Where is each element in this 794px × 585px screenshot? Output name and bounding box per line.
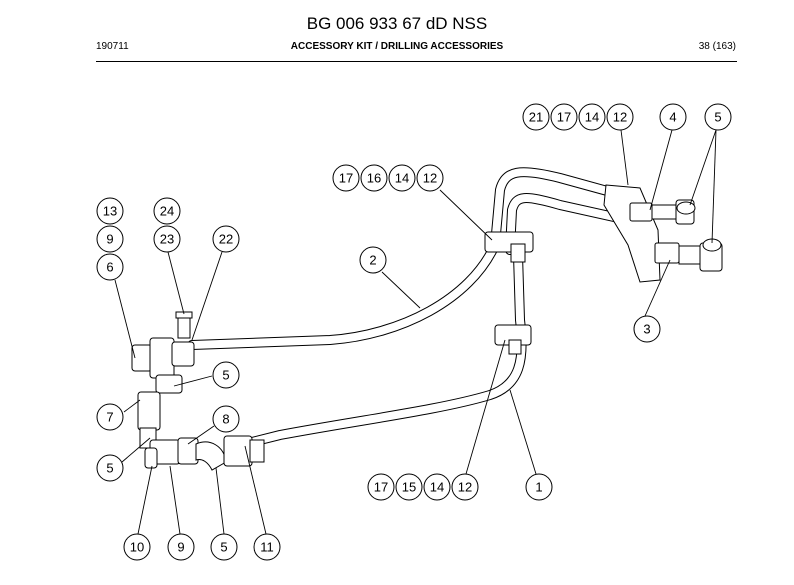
callout-4: 4: [659, 103, 687, 131]
svg-text:5: 5: [106, 461, 113, 476]
callout-6: 6: [96, 253, 124, 281]
svg-text:22: 22: [219, 232, 233, 247]
svg-text:9: 9: [106, 232, 113, 247]
left-lower-fittings: [137, 391, 265, 471]
callout-9-bottom: 9: [167, 533, 195, 561]
svg-text:12: 12: [423, 171, 437, 186]
svg-text:14: 14: [585, 110, 599, 125]
svg-text:14: 14: [430, 480, 444, 495]
callout-3: 3: [633, 315, 661, 343]
svg-text:17: 17: [557, 110, 571, 125]
callout-13: 13: [96, 197, 124, 225]
hose-lower: [235, 250, 527, 450]
callout-17-top: 17: [550, 103, 578, 131]
leader-5-a: [689, 129, 717, 206]
callout-22: 22: [212, 225, 240, 253]
leader-10: [137, 465, 153, 535]
leader-5-b: [711, 129, 717, 244]
svg-text:23: 23: [160, 232, 174, 247]
svg-text:12: 12: [613, 110, 627, 125]
callout-12-bottom: 12: [451, 473, 479, 501]
leader-5-left: [173, 375, 213, 387]
svg-text:4: 4: [669, 110, 676, 125]
section-title: ACCESSORY KIT / DRILLING ACCESSORIES: [290, 41, 504, 52]
callout-8: 8: [212, 405, 240, 433]
svg-text:14: 14: [395, 171, 409, 186]
callout-12-top: 12: [606, 103, 634, 131]
callout-21: 21: [522, 103, 550, 131]
svg-text:3: 3: [643, 322, 650, 337]
callout-1: 1: [525, 473, 553, 501]
svg-text:17: 17: [374, 480, 388, 495]
right-bracket: [603, 184, 723, 283]
leader-22: [191, 251, 223, 341]
callout-2: 2: [359, 246, 387, 274]
document-code: 190711: [96, 41, 129, 52]
leader-2: [381, 271, 421, 309]
svg-text:12: 12: [458, 480, 472, 495]
header-rule: [96, 61, 737, 62]
svg-text:6: 6: [106, 260, 113, 275]
svg-text:1: 1: [535, 480, 542, 495]
clamp-lower: [494, 324, 532, 355]
callout-15: 15: [395, 473, 423, 501]
svg-text:24: 24: [160, 204, 174, 219]
callout-5-mid: 5: [212, 361, 240, 389]
callout-11: 11: [253, 533, 281, 561]
svg-text:9: 9: [177, 540, 184, 555]
callout-14-top: 14: [578, 103, 606, 131]
leader-11: [244, 445, 267, 535]
leader-23: [167, 251, 185, 315]
callout-9-left: 9: [96, 225, 124, 253]
callout-17-bottom: 17: [367, 473, 395, 501]
leader-1: [509, 389, 537, 475]
callout-24: 24: [153, 197, 181, 225]
callout-5-topright: 5: [704, 103, 732, 131]
leader-12-bottom: [465, 339, 506, 475]
svg-text:10: 10: [130, 540, 144, 555]
callout-7: 7: [96, 403, 124, 431]
svg-text:13: 13: [103, 204, 117, 219]
svg-text:15: 15: [402, 480, 416, 495]
callout-5-bottom: 5: [210, 533, 238, 561]
svg-text:5: 5: [220, 540, 227, 555]
left-upper-fittings: [131, 311, 195, 394]
callout-10: 10: [123, 533, 151, 561]
clamp-upper: [484, 231, 534, 263]
svg-text:17: 17: [339, 171, 353, 186]
callout-14-mid: 14: [388, 164, 416, 192]
leader-6: [114, 279, 136, 359]
svg-text:7: 7: [106, 410, 113, 425]
callout-5-left: 5: [96, 454, 124, 482]
leader-3: [644, 259, 671, 317]
svg-text:21: 21: [529, 110, 543, 125]
leader-5-lower: [121, 437, 151, 463]
callout-12-mid: 12: [416, 164, 444, 192]
leader-4: [649, 129, 673, 211]
svg-text:5: 5: [222, 368, 229, 383]
leader-12-mid: [439, 189, 493, 241]
leader-9-bottom: [169, 465, 181, 535]
leader-12-top: [620, 129, 629, 186]
svg-text:8: 8: [222, 412, 229, 427]
document-title: BG 006 933 67 dD NSS: [306, 14, 488, 33]
svg-text:11: 11: [260, 540, 274, 555]
svg-text:2: 2: [369, 253, 376, 268]
callout-16: 16: [360, 164, 388, 192]
leader-7: [123, 399, 141, 413]
leader-8: [187, 425, 215, 445]
page-number: 38 (163): [698, 41, 736, 52]
svg-text:16: 16: [367, 171, 381, 186]
svg-text:5: 5: [714, 110, 721, 125]
hose-upper: [187, 167, 655, 350]
callout-14-bottom: 14: [423, 473, 451, 501]
callout-23: 23: [153, 225, 181, 253]
leader-5-bottom: [215, 467, 225, 535]
callout-17-mid: 17: [332, 164, 360, 192]
